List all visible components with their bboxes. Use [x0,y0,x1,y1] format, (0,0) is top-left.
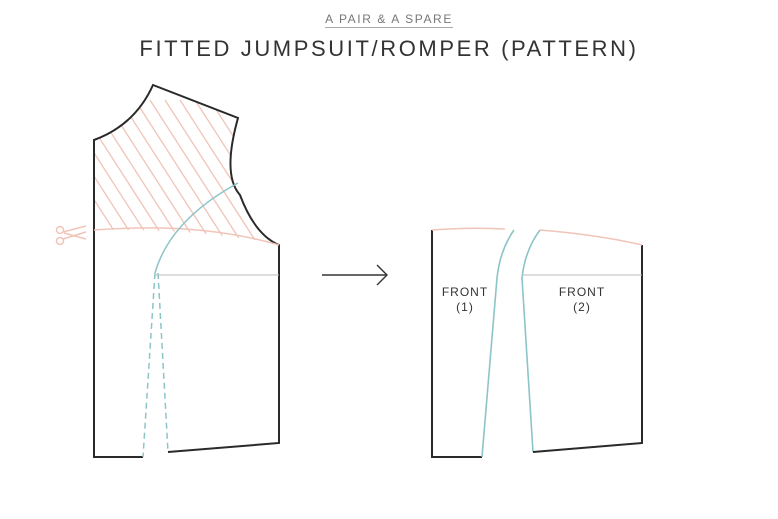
front-1-label: FRONT (1) [425,285,505,315]
dart-leg-right [157,272,169,453]
page-title: FITTED JUMPSUIT/ROMPER (PATTERN) [139,36,639,61]
front-1-name: FRONT [441,285,489,299]
front-2-princess [521,229,541,453]
front-2-name: FRONT [558,285,606,299]
front-1-number: (1) [456,300,474,314]
princess-line [154,182,239,274]
scissors-icon [55,225,87,246]
hatch-shading [94,99,279,241]
front-2-label: FRONT (2) [542,285,622,315]
front-1-cut [431,227,506,231]
front-1-outline [431,230,482,458]
bodice-outline [93,83,280,458]
dart-leg-left [142,272,156,458]
brand-name: A PAIR & A SPARE [325,12,453,28]
front-2-cut [539,229,643,246]
cut-line [93,227,280,246]
front-1-princess [481,229,515,458]
front-2-number: (2) [573,300,591,314]
arrow-icon [322,264,388,286]
front-2-outline [532,245,643,453]
